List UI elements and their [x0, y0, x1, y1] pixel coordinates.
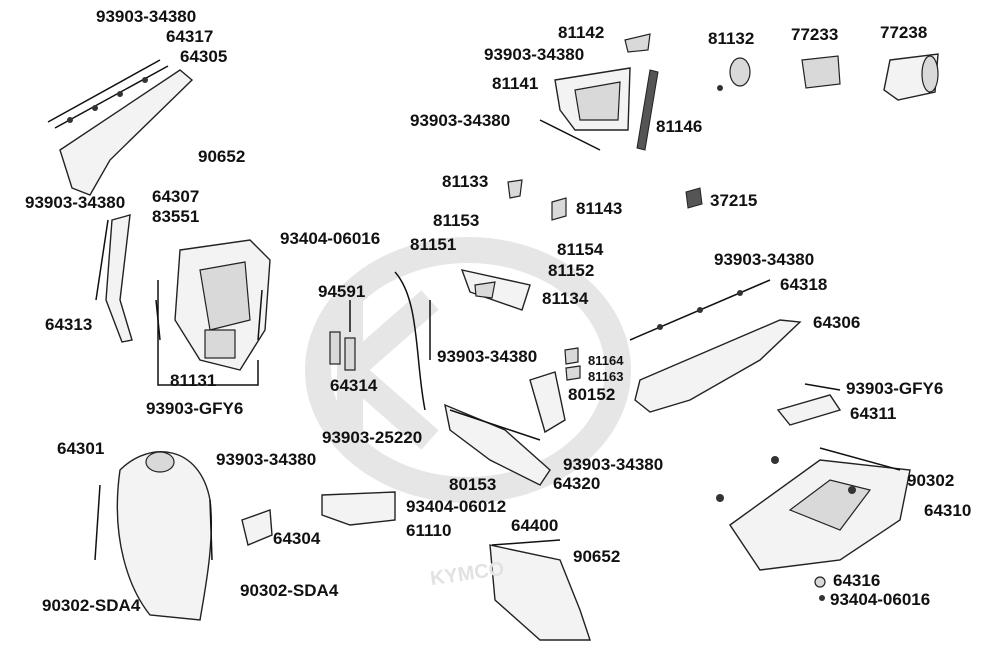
label-77238[interactable]: 77238	[880, 23, 928, 42]
part-64400-lower-cover[interactable]	[489, 539, 591, 641]
label-83551[interactable]: 83551	[152, 207, 200, 226]
label-64400[interactable]: 64400	[511, 516, 559, 535]
label-93903-34380[interactable]: 93903-34380	[216, 450, 317, 469]
part-64306-side-cover[interactable]	[629, 279, 802, 413]
label-93903-34380[interactable]: 93903-34380	[484, 45, 585, 64]
part-8116x-clips[interactable]	[564, 347, 581, 381]
label-81151[interactable]: 81151	[410, 235, 457, 254]
part-81141-tray[interactable]	[539, 67, 631, 151]
label-90302-sda4[interactable]: 90302-SDA4	[240, 581, 339, 600]
label-64306[interactable]: 64306	[813, 313, 861, 332]
part-77233-latch[interactable]	[801, 55, 841, 89]
part-81143-spring[interactable]	[551, 197, 567, 221]
label-81153[interactable]: 81153	[433, 211, 480, 230]
label-81133[interactable]: 81133	[442, 172, 489, 191]
part-81142-bracket[interactable]	[624, 33, 651, 53]
label-81152[interactable]: 81152	[548, 261, 595, 280]
label-90302[interactable]: 90302	[907, 471, 955, 490]
part-94591-64314-clip[interactable]	[329, 300, 356, 371]
part-81146-bar[interactable]	[636, 69, 659, 151]
label-81164[interactable]: 81164	[588, 353, 624, 368]
label-64304[interactable]: 64304	[273, 529, 321, 548]
label-64310[interactable]: 64310	[924, 501, 972, 520]
label-64318[interactable]: 64318	[780, 275, 828, 294]
label-64305[interactable]: 64305	[180, 47, 228, 66]
label-93404-06012[interactable]: 93404-06012	[406, 497, 507, 516]
part-37215-clip[interactable]	[685, 187, 703, 209]
label-61110[interactable]: 61110	[406, 521, 452, 540]
part-81132-horn[interactable]	[717, 57, 751, 91]
label-64311[interactable]: 64311	[850, 404, 897, 423]
label-93903-25220[interactable]: 93903-25220	[322, 428, 423, 447]
label-37215[interactable]: 37215	[710, 191, 758, 210]
label-81154[interactable]: 81154	[557, 240, 604, 259]
label-81146[interactable]: 81146	[656, 117, 703, 136]
label-93903-gfy6[interactable]: 93903-GFY6	[146, 399, 244, 418]
label-93903-34380[interactable]: 93903-34380	[437, 347, 538, 366]
label-81163[interactable]: 81163	[588, 369, 624, 384]
label-81143[interactable]: 81143	[576, 199, 623, 218]
label-81141[interactable]: 81141	[492, 74, 539, 93]
label-64317[interactable]: 64317	[166, 27, 214, 46]
label-77233[interactable]: 77233	[791, 25, 839, 44]
label-64314[interactable]: 64314	[330, 376, 378, 395]
label-64313[interactable]: 64313	[45, 315, 93, 334]
label-90302-sda4[interactable]: 90302-SDA4	[42, 596, 141, 615]
part-81134-bracket[interactable]	[460, 269, 531, 311]
label-93903-34380[interactable]: 93903-34380	[410, 111, 511, 130]
part-81131-inner-box[interactable]	[155, 239, 271, 386]
part-77238-lock[interactable]	[883, 53, 939, 101]
label-81142[interactable]: 81142	[558, 23, 605, 42]
part-64310-floor-panel[interactable]	[716, 447, 911, 571]
label-90652[interactable]: 90652	[198, 147, 246, 166]
label-90652[interactable]: 90652	[573, 547, 621, 566]
part-64313-strip[interactable]	[95, 214, 133, 343]
part-strip-center[interactable]	[394, 271, 431, 411]
part-80152-panel[interactable]	[529, 371, 566, 434]
label-93903-34380[interactable]: 93903-34380	[563, 455, 664, 474]
part-64316-bolt[interactable]	[814, 576, 826, 601]
label-64320[interactable]: 64320	[553, 474, 601, 493]
label-81132[interactable]: 81132	[708, 29, 755, 48]
label-93903-34380[interactable]: 93903-34380	[714, 250, 815, 269]
label-64316[interactable]: 64316	[833, 571, 881, 590]
part-64305-side-rail[interactable]	[47, 59, 194, 196]
label-93903-34380[interactable]: 93903-34380	[96, 7, 197, 26]
label-93404-06016[interactable]: 93404-06016	[280, 229, 381, 248]
part-64311-plate[interactable]	[776, 383, 842, 426]
label-93903-gfy6[interactable]: 93903-GFY6	[846, 379, 944, 398]
label-64307[interactable]: 64307	[152, 187, 200, 206]
label-93903-34380[interactable]: 93903-34380	[25, 193, 126, 212]
watermark-logo	[305, 237, 631, 503]
part-61110-panel[interactable]	[321, 491, 396, 526]
part-64320-inner[interactable]	[444, 403, 551, 486]
label-80152[interactable]: 80152	[568, 385, 616, 404]
label-64301[interactable]: 64301	[57, 439, 105, 458]
part-81133-hook[interactable]	[507, 179, 523, 199]
part-64301-front-shield[interactable]	[94, 451, 213, 621]
label-81134[interactable]: 81134	[542, 289, 589, 308]
label-93404-06016[interactable]: 93404-06016	[830, 590, 931, 609]
label-81131[interactable]: 81131	[170, 371, 217, 390]
label-80153[interactable]: 80153	[449, 475, 497, 494]
part-64304-bracket[interactable]	[241, 509, 273, 546]
label-94591[interactable]: 94591	[318, 282, 366, 301]
